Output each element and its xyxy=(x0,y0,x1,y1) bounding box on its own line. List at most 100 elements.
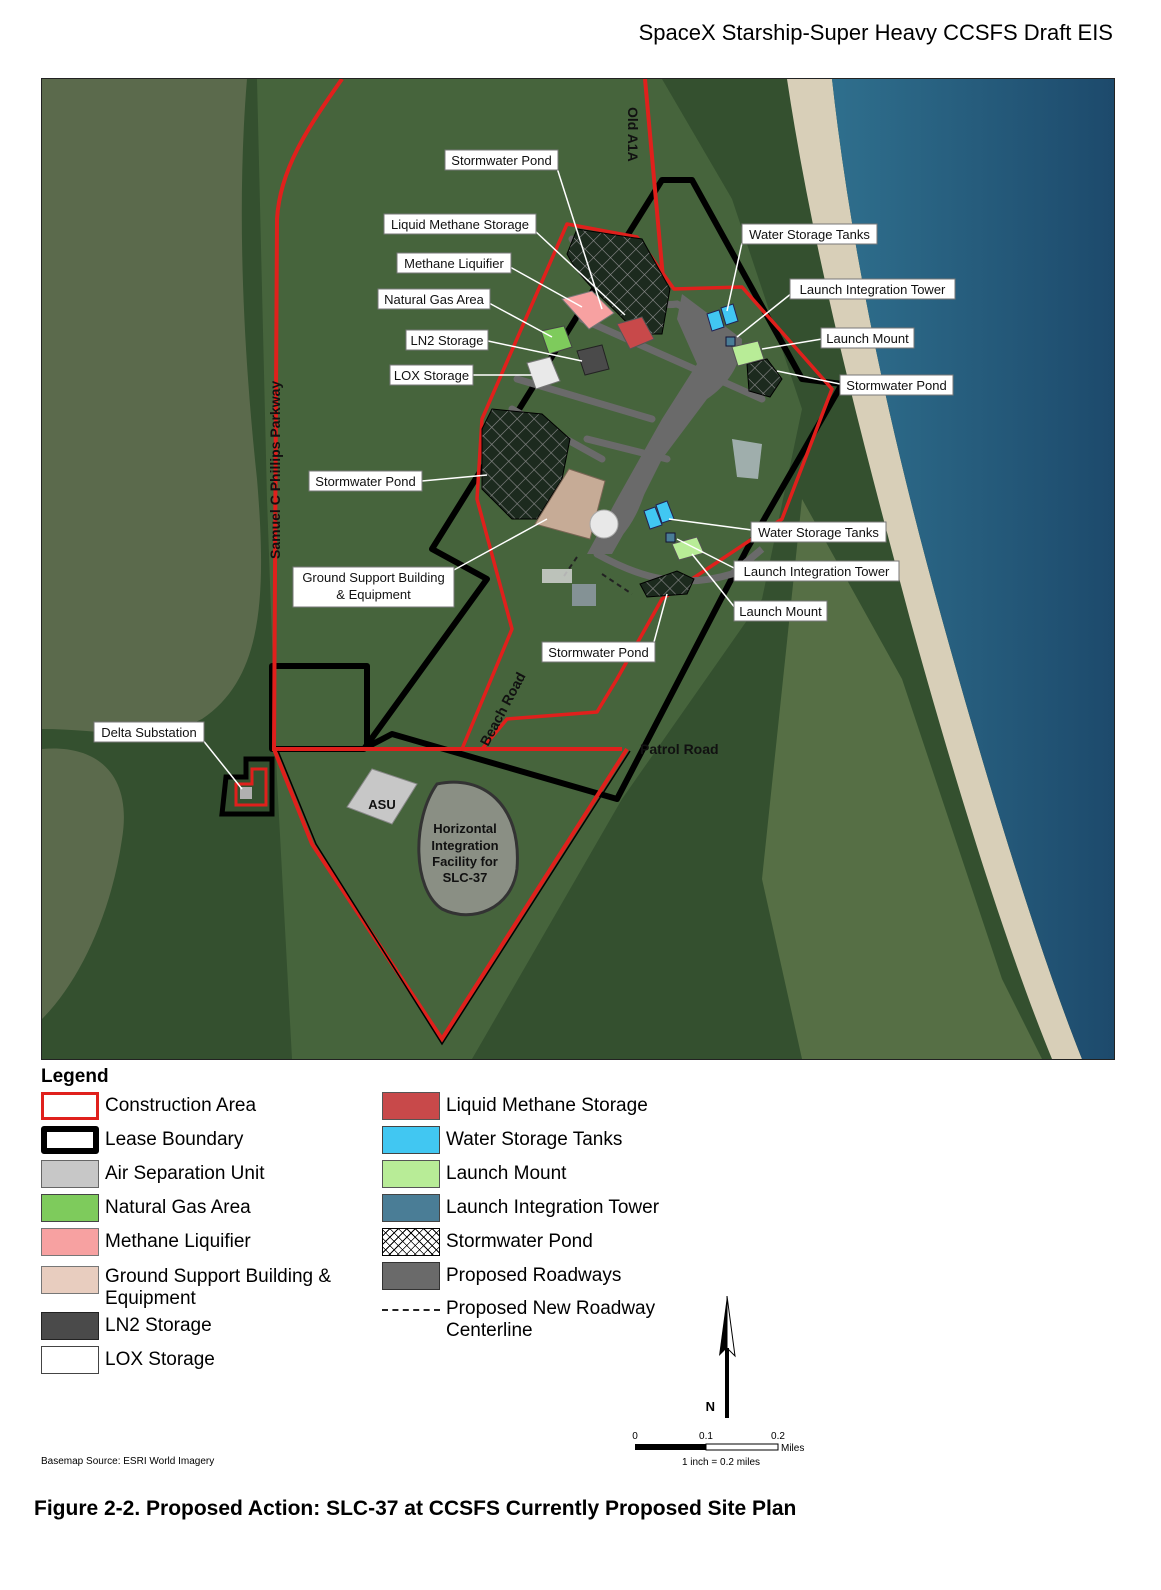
callout-launch-integration-tower-north: Launch Integration Tower xyxy=(789,278,956,300)
scrub-area-east xyxy=(762,499,1042,1059)
legend-label: Proposed New Roadway Centerline xyxy=(446,1298,656,1341)
legend-label: Launch Integration Tower xyxy=(446,1197,660,1218)
water-storage-tank-south-1 xyxy=(643,506,663,530)
legend-item-ground-support: Ground Support Building & Equipment xyxy=(41,1266,345,1310)
north-arrow-label: N xyxy=(706,1399,715,1414)
legend-item-stormwater-pond: Stormwater Pond xyxy=(382,1228,696,1256)
hif-label-2: Integration xyxy=(431,838,498,853)
stormwater-pond-swatch xyxy=(382,1228,440,1256)
liquid-methane-storage xyxy=(616,316,655,350)
legend-item-natural-gas-area: Natural Gas Area xyxy=(41,1194,355,1222)
ground-support-area xyxy=(534,468,606,540)
legend-item-air-separation-unit: Air Separation Unit xyxy=(41,1160,355,1188)
launch-integration-tower-north xyxy=(725,336,736,347)
svg-text:Stormwater Pond: Stormwater Pond xyxy=(846,378,946,393)
callout-stormwater-pond-east: Stormwater Pond xyxy=(839,374,954,396)
hif-compound xyxy=(417,780,519,917)
liquid-methane-storage-swatch xyxy=(382,1092,440,1120)
lease-boundary-substation xyxy=(219,756,275,817)
svg-text:Natural Gas Area: Natural Gas Area xyxy=(384,292,484,307)
launch-integration-tower-swatch xyxy=(382,1194,440,1222)
air-separation-unit xyxy=(346,768,418,825)
callout-leader-lines xyxy=(201,167,841,790)
legend-item-lox-storage: LOX Storage xyxy=(41,1346,355,1374)
air-separation-unit-swatch xyxy=(41,1160,99,1188)
callout-water-storage-tanks-north: Water Storage Tanks xyxy=(741,223,878,245)
callout-launch-integration-tower-south: Launch Integration Tower xyxy=(733,560,900,582)
svg-text:Launch Integration Tower: Launch Integration Tower xyxy=(744,564,890,579)
legend-label: Natural Gas Area xyxy=(105,1197,251,1218)
figure-caption: Figure 2-2. Proposed Action: SLC-37 at C… xyxy=(34,1497,797,1520)
callout-launch-mount-south: Launch Mount xyxy=(733,600,828,622)
legend-title: Legend xyxy=(41,1066,109,1087)
callout-ground-support: Ground Support Building & Equipment xyxy=(292,566,455,608)
scale-bar: 0 0.1 0.2 Miles 1 inch = 0.2 miles xyxy=(632,1431,804,1468)
callout-launch-mount-north: Launch Mount xyxy=(820,327,915,349)
svg-text:Stormwater Pond: Stormwater Pond xyxy=(451,153,551,168)
stormwater-pond-south xyxy=(639,570,695,598)
callout-delta-substation: Delta Substation xyxy=(93,721,205,743)
callout-lox-storage: LOX Storage xyxy=(389,364,474,386)
svg-text:Launch Mount: Launch Mount xyxy=(739,604,822,619)
legend-item-proposed-roadways: Proposed Roadways xyxy=(382,1262,696,1290)
launch-mount-north xyxy=(731,340,765,367)
svg-text:Water Storage Tanks: Water Storage Tanks xyxy=(758,525,879,540)
water-storage-tanks-swatch xyxy=(382,1126,440,1154)
road-label-patrol-road: Patrol Road xyxy=(640,741,719,757)
methane-liquifier xyxy=(561,290,615,330)
lagoon-water-south xyxy=(42,748,124,1019)
legend-item-lease-boundary: Lease Boundary xyxy=(41,1126,355,1154)
stormwater-pond-east xyxy=(746,358,783,398)
launch-integration-tower-south xyxy=(665,532,676,543)
legend-item-launch-integration-tower: Launch Integration Tower xyxy=(382,1194,696,1222)
ln2-storage-swatch xyxy=(41,1312,99,1340)
legend-item-launch-mount: Launch Mount xyxy=(382,1160,696,1188)
beach xyxy=(787,79,1082,1059)
delta-substation-pad xyxy=(240,787,252,799)
legend-item-ln2-storage: LN2 Storage xyxy=(41,1312,355,1340)
legend-label: Lease Boundary xyxy=(105,1129,244,1150)
document-header: SpaceX Starship-Super Heavy CCSFS Draft … xyxy=(638,20,1113,45)
construction-area-substation xyxy=(234,767,268,807)
existing-pad-structures xyxy=(732,439,762,479)
existing-building-1 xyxy=(542,569,572,583)
legend-item-liquid-methane-storage: Liquid Methane Storage xyxy=(382,1092,696,1120)
callout-water-storage-tanks-south: Water Storage Tanks xyxy=(750,521,887,543)
svg-text:LN2 Storage: LN2 Storage xyxy=(411,333,484,348)
methane-liquifier-swatch xyxy=(41,1228,99,1256)
construction-area-parkway xyxy=(271,79,622,751)
site-plan-map[interactable]: ASU Horizontal Integration Facility for … xyxy=(41,78,1115,1060)
legend-label: Water Storage Tanks xyxy=(446,1129,623,1150)
hif-label-1: Horizontal xyxy=(433,821,497,836)
svg-text:Methane Liquifier: Methane Liquifier xyxy=(404,256,504,271)
svg-text:Water Storage Tanks: Water Storage Tanks xyxy=(749,227,870,242)
legend-label: Stormwater Pond xyxy=(446,1231,593,1252)
svg-text:& Equipment: & Equipment xyxy=(336,587,411,602)
legend-label: Methane Liquifier xyxy=(105,1231,251,1252)
svg-text:LOX Storage: LOX Storage xyxy=(394,368,469,383)
north-arrow-icon: N xyxy=(706,1296,736,1418)
svg-text:Launch Mount: Launch Mount xyxy=(826,331,909,346)
legend-label: Ground Support Building & Equipment xyxy=(105,1266,332,1309)
svg-text:Ground Support Building: Ground Support Building xyxy=(302,570,444,585)
legend-label: Liquid Methane Storage xyxy=(446,1095,648,1116)
water-storage-tank-north-1 xyxy=(706,309,725,332)
proposed-roadways-swatch xyxy=(382,1262,440,1290)
legend-label: Launch Mount xyxy=(446,1163,567,1184)
stormwater-pond-west xyxy=(481,408,571,520)
construction-area-main xyxy=(460,222,834,751)
basemap-source: Basemap Source: ESRI World Imagery xyxy=(41,1456,215,1467)
legend-item-proposed-centerline: Proposed New Roadway Centerline xyxy=(382,1298,686,1342)
callout-stormwater-pond-top: Stormwater Pond xyxy=(444,149,559,171)
legend-label: Air Separation Unit xyxy=(105,1163,265,1184)
road-label-old-a1a: Old A1A xyxy=(625,107,641,162)
svg-text:Liquid Methane Storage: Liquid Methane Storage xyxy=(391,217,529,232)
callout-methane-liquifier: Methane Liquifier xyxy=(396,252,512,274)
scale-ratio: 1 inch = 0.2 miles xyxy=(682,1457,760,1468)
launch-mount-swatch xyxy=(382,1160,440,1188)
construction-area-old-a1a xyxy=(643,79,666,290)
stormwater-pond-north xyxy=(566,228,671,335)
callout-ln2-storage: LN2 Storage xyxy=(405,329,489,351)
legend-label: Construction Area xyxy=(105,1095,257,1116)
svg-text:Stormwater Pond: Stormwater Pond xyxy=(548,645,648,660)
